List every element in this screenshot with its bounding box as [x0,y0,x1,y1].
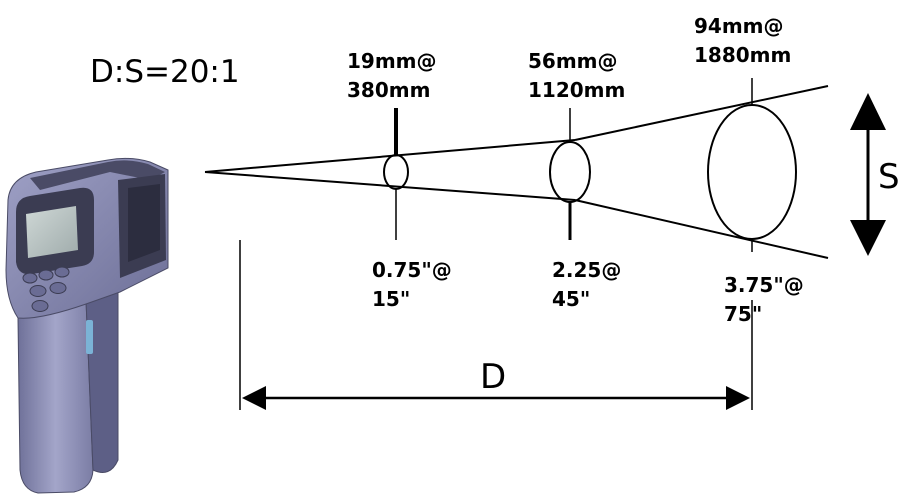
arrow-up-icon [850,93,886,130]
spot-1-metric-bottom: 380mm [347,78,430,102]
distance-dimension [239,240,753,410]
spot-3-metric-top: 94mm@ [694,14,784,38]
spot-size-symbol: S [878,157,900,197]
spot-2-metric-top: 56mm@ [528,49,618,73]
cone-upper-edge [574,85,829,141]
spot-1-imperial-bottom: 15" [372,287,410,311]
thermometer-device-icon [5,157,169,494]
spot-1 [383,108,409,240]
spot-ellipse [707,104,797,240]
spot-2-imperial-bottom: 45" [552,287,590,311]
arrow-left-icon [242,386,266,410]
spot-3-imperial-top: 3.75"@ [724,273,804,297]
spot-2-imperial-top: 2.25@ [552,258,621,282]
spot-1-imperial-top: 0.75"@ [372,258,452,282]
measurement-cone [204,85,829,259]
spot-3-imperial-bottom: 75" [724,302,762,326]
cone-lower-edge [574,199,829,259]
spot-2-metric-bottom: 1120mm [528,78,625,102]
distance-symbol: D [480,357,506,397]
spot-1-metric-top: 19mm@ [347,49,437,73]
spot-2 [549,108,591,240]
spot-ellipse [549,141,591,203]
spot-ellipse [383,154,409,190]
arrow-right-icon [726,386,750,410]
spot-3-metric-bottom: 1880mm [694,43,791,67]
spot-3 [707,78,797,252]
spot-size-dimension [850,93,886,256]
arrow-down-icon [850,220,886,256]
ratio-label: D:S=20:1 [90,54,240,90]
